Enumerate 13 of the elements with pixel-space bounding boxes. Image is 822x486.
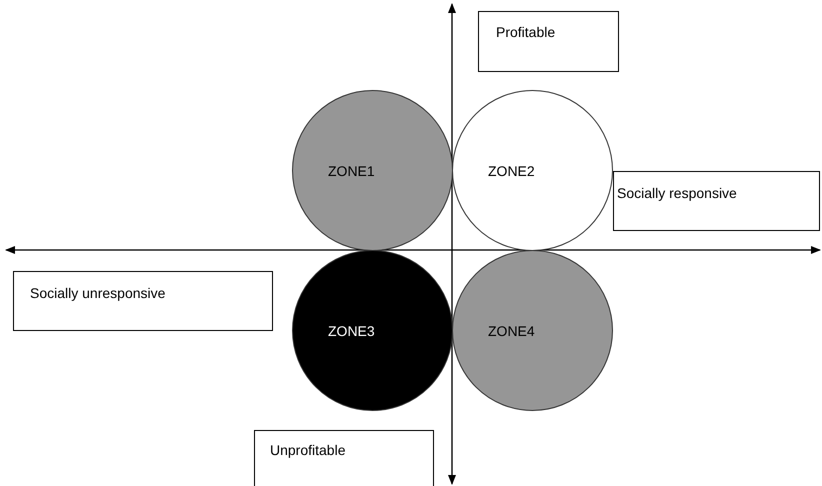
zone-circle [452, 90, 613, 251]
axis-label: Unprofitable [270, 442, 346, 458]
label-box [478, 11, 619, 72]
label-box [13, 271, 273, 331]
label-box [613, 171, 820, 231]
zone-label: ZONE1 [328, 163, 375, 179]
zone-label: ZONE4 [488, 323, 535, 339]
zone-label: ZONE3 [328, 323, 375, 339]
axis-label: Socially unresponsive [30, 285, 166, 301]
zone-label: ZONE2 [488, 163, 535, 179]
label-box [254, 430, 434, 486]
axis-label: Socially responsive [617, 185, 737, 201]
axis-label: Profitable [496, 24, 556, 40]
